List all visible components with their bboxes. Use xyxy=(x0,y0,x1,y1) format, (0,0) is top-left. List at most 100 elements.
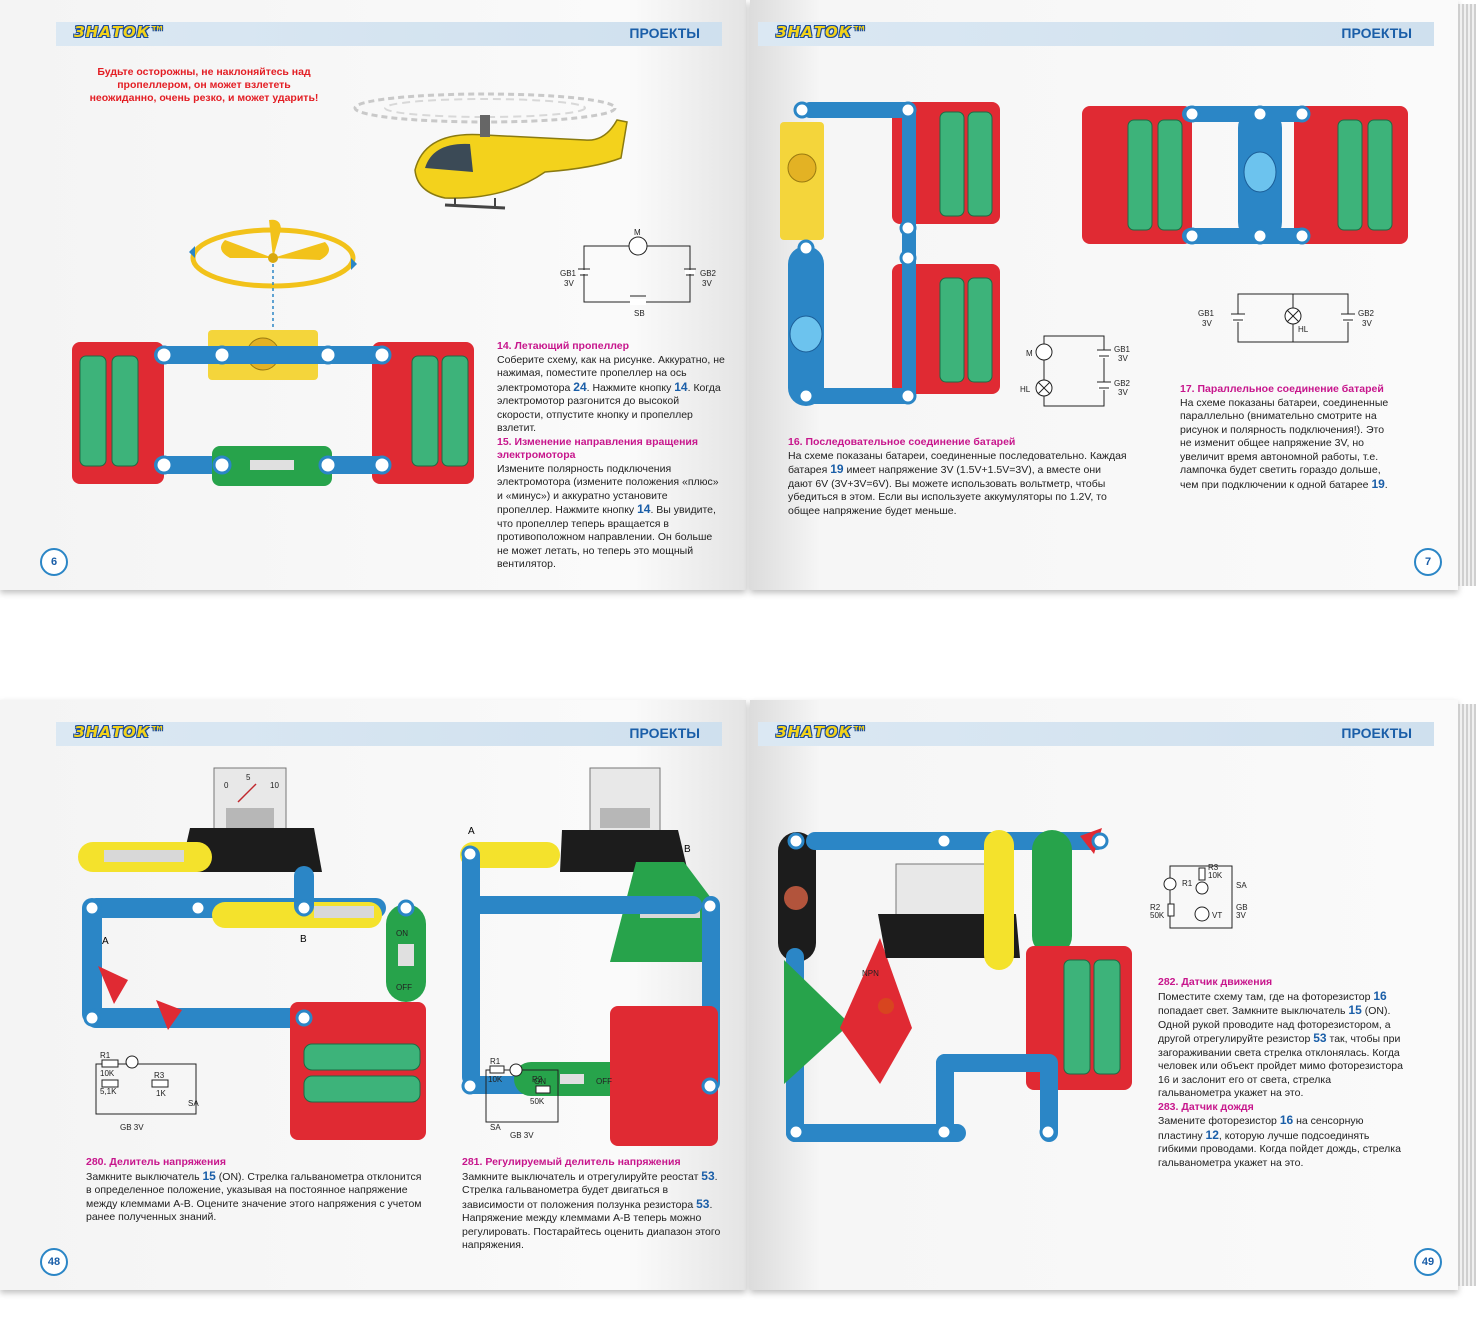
svg-text:10K: 10K xyxy=(488,1075,503,1084)
svg-text:GB 3V: GB 3V xyxy=(510,1131,534,1140)
svg-text:5: 5 xyxy=(246,773,251,782)
schem14-gb1-voltage: 3V xyxy=(564,279,574,288)
project-17-title: 17. Параллельное соединение батарей xyxy=(1180,383,1384,395)
svg-text:SA: SA xyxy=(490,1123,501,1132)
schem14-sb-label: SB xyxy=(634,309,645,318)
svg-text:R2: R2 xyxy=(1150,903,1161,912)
schem16-gb2-voltage: 3V xyxy=(1118,388,1128,397)
svg-text:ON: ON xyxy=(534,1077,546,1086)
svg-text:50K: 50K xyxy=(530,1097,545,1106)
project-281-title: 281. Регулируемый делитель напряжения xyxy=(462,1156,681,1168)
page-number: 48 xyxy=(40,1248,68,1276)
circuit-diagram-16 xyxy=(780,101,1000,406)
schematic-282: R1 R2 50K R3 10K SA GB 3V VT xyxy=(1150,863,1248,929)
page-header: ЗНАТОК™ ПРОЕКТЫ xyxy=(758,22,1434,46)
circuit-diagram-17 xyxy=(1082,105,1408,245)
svg-text:OFF: OFF xyxy=(596,1077,612,1086)
svg-text:1K: 1K xyxy=(156,1089,166,1098)
svg-text:GB: GB xyxy=(1236,903,1248,912)
schem16-gb1-voltage: 3V xyxy=(1118,354,1128,363)
schem17-gb2-label: GB2 xyxy=(1358,309,1375,318)
schem14-gb2-voltage: 3V xyxy=(702,279,712,288)
svg-text:0: 0 xyxy=(224,781,229,790)
svg-text:SA: SA xyxy=(188,1099,199,1108)
schematic-281: R1 10K R2 50K SA GB 3V xyxy=(485,1057,559,1140)
svg-text:OFF: OFF xyxy=(396,983,412,992)
terminal-a-label: A xyxy=(102,936,109,947)
page-7: ЗНАТОК™ ПРОЕКТЫ xyxy=(750,0,1458,590)
page-number: 49 xyxy=(1414,1248,1442,1276)
schem17-gb2-voltage: 3V xyxy=(1362,319,1372,328)
svg-text:R3: R3 xyxy=(154,1071,165,1080)
top-spread: ЗНАТОК™ ПРОЕКТЫ Будьте осторожны, не нак… xyxy=(0,0,1481,590)
schem14-gb1-label: GB1 xyxy=(560,269,577,278)
project-17-text: 17. Параллельное соединение батарей На с… xyxy=(1180,383,1396,492)
circuit-diagram-280: 0 5 10 A B ON xyxy=(78,767,426,1140)
svg-text:3V: 3V xyxy=(1236,911,1246,920)
project-282-title: 282. Датчик движения xyxy=(1158,976,1273,988)
svg-text:50K: 50K xyxy=(1150,911,1165,920)
page-header: ЗНАТОК™ ПРОЕКТЫ xyxy=(56,22,722,46)
svg-text:R3: R3 xyxy=(1208,863,1219,872)
project-15-title: 15. Изменение направления вращения элект… xyxy=(497,435,698,462)
schematic-17: GB1 3V HL GB2 3V xyxy=(1198,293,1375,343)
brand-logo: ЗНАТОК™ xyxy=(74,23,167,41)
brand-logo: ЗНАТОК™ xyxy=(74,723,167,741)
bottom-spread: ЗНАТОК™ ПРОЕКТЫ 0 5 10 xyxy=(0,700,1481,1290)
schematic-16: M HL GB1 3V GB2 3V xyxy=(1020,335,1131,407)
brand-logo: ЗНАТОК™ xyxy=(776,23,869,41)
terminal-b-label: B xyxy=(684,844,691,855)
schem16-m-label: M xyxy=(1026,349,1033,358)
terminal-b-label: B xyxy=(300,934,307,945)
page-49: ЗНАТОК™ ПРОЕКТЫ xyxy=(750,700,1458,1290)
svg-text:R1: R1 xyxy=(1182,879,1193,888)
circuit-diagram-282: NPN xyxy=(778,828,1132,1142)
page-number: 6 xyxy=(40,548,68,576)
helicopter-illustration xyxy=(353,92,628,210)
svg-text:SA: SA xyxy=(1236,881,1247,890)
section-title: ПРОЕКТЫ xyxy=(629,725,700,741)
schem17-hl-label: HL xyxy=(1298,325,1309,334)
page-edges xyxy=(1458,4,1476,586)
project-16-title: 16. Последовательное соединение батарей xyxy=(788,436,1016,448)
npn-label: NPN xyxy=(862,969,879,978)
schem17-gb1-label: GB1 xyxy=(1198,309,1215,318)
page-48: ЗНАТОК™ ПРОЕКТЫ 0 5 10 xyxy=(0,700,746,1290)
svg-text:VT: VT xyxy=(1212,911,1222,920)
project-14-title: 14. Летающий пропеллер xyxy=(497,340,630,352)
circuit-diagram-281: A B ON OFF xyxy=(460,767,720,1146)
schem17-gb1-voltage: 3V xyxy=(1202,319,1212,328)
terminal-a-label: A xyxy=(468,826,475,837)
svg-text:5,1K: 5,1K xyxy=(100,1087,117,1096)
svg-text:10K: 10K xyxy=(1208,871,1223,880)
schematic-280: R1 10K 5,1K R3 1K SA GB 3V xyxy=(95,1051,199,1132)
project-280-title: 280. Делитель напряжения xyxy=(86,1156,226,1168)
section-title: ПРОЕКТЫ xyxy=(629,25,700,41)
schem14-m-label: M xyxy=(634,228,641,237)
schem16-gb2-label: GB2 xyxy=(1114,379,1131,388)
svg-text:10K: 10K xyxy=(100,1069,115,1078)
svg-text:GB 3V: GB 3V xyxy=(120,1123,144,1132)
safety-warning: Будьте осторожны, не наклоняйтесь над пр… xyxy=(89,66,319,104)
svg-text:R1: R1 xyxy=(490,1057,501,1066)
schematic-14: M GB1 3V GB2 3V SB xyxy=(560,228,717,318)
svg-text:R1: R1 xyxy=(100,1051,111,1060)
schem16-hl-label: HL xyxy=(1020,385,1031,394)
page-edges xyxy=(1458,704,1476,1286)
project-280-text: 280. Делитель напряжения Замкните выключ… xyxy=(86,1156,422,1223)
project-14-text: 14. Летающий пропеллер Соберите схему, к… xyxy=(497,340,725,570)
svg-text:10: 10 xyxy=(270,781,279,790)
page-header: ЗНАТОК™ ПРОЕКТЫ xyxy=(758,722,1434,746)
section-title: ПРОЕКТЫ xyxy=(1341,725,1412,741)
circuit-diagram-14 xyxy=(72,330,474,486)
page-number: 7 xyxy=(1414,548,1442,576)
brand-logo: ЗНАТОК™ xyxy=(776,723,869,741)
project-281-text: 281. Регулируемый делитель напряжения За… xyxy=(462,1156,726,1253)
project-283-title: 283. Датчик дождя xyxy=(1158,1100,1254,1113)
schem16-gb1-label: GB1 xyxy=(1114,345,1131,354)
schem14-gb2-label: GB2 xyxy=(700,269,717,278)
project-282-text: 282. Датчик движения Поместите схему там… xyxy=(1158,976,1403,1169)
propeller-illustration xyxy=(189,219,357,330)
page-header: ЗНАТОК™ ПРОЕКТЫ xyxy=(56,722,722,746)
page-6: ЗНАТОК™ ПРОЕКТЫ Будьте осторожны, не нак… xyxy=(0,0,746,590)
